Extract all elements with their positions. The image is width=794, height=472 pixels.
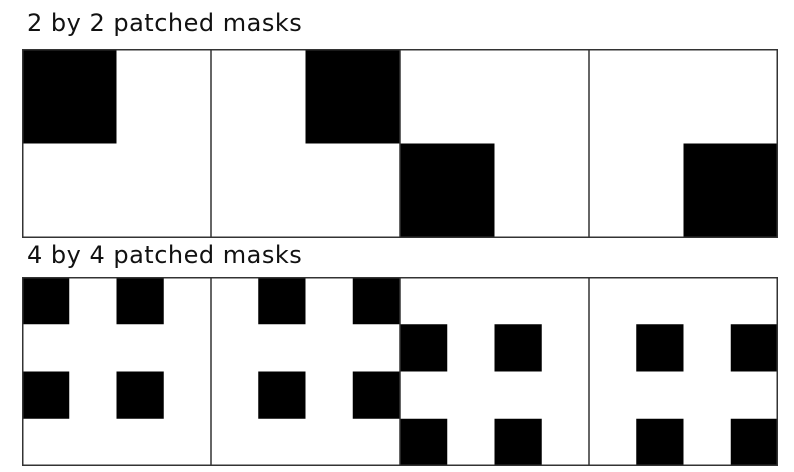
masked-patch	[22, 277, 70, 325]
mask-strip-4x4	[22, 277, 778, 466]
masked-patch	[494, 324, 542, 372]
masked-patch	[258, 277, 306, 325]
masked-patch	[352, 371, 400, 419]
masked-patch	[22, 371, 70, 419]
masked-patch	[730, 418, 778, 466]
masked-patch	[352, 277, 400, 325]
mask-strip-2x2	[22, 49, 778, 238]
mask-strip-2x2-svg	[22, 49, 778, 238]
mask-panel-4x4-4	[589, 277, 778, 466]
mask-panel-2x2-2	[211, 49, 400, 238]
masked-patch	[305, 49, 400, 144]
masked-patch	[494, 418, 542, 466]
strip-frame	[22, 49, 778, 238]
strip-frame	[22, 277, 778, 466]
masked-patch	[400, 143, 495, 238]
masked-patch	[116, 277, 164, 325]
mask-panel-4x4-3	[400, 277, 589, 466]
mask-panel-2x2-1	[22, 49, 211, 238]
masked-patch	[116, 371, 164, 419]
masked-patch	[683, 143, 778, 238]
mask-panel-2x2-4	[589, 49, 778, 238]
masked-patch	[730, 324, 778, 372]
mask-panel-4x4-2	[211, 277, 400, 466]
masked-patch	[258, 371, 306, 419]
masked-patch	[636, 324, 684, 372]
masked-patch	[22, 49, 117, 144]
masked-patch	[400, 324, 448, 372]
masked-patch	[400, 418, 448, 466]
section-title-2x2: 2 by 2 patched masks	[27, 9, 303, 37]
mask-panel-2x2-3	[400, 49, 589, 238]
mask-strip-4x4-svg	[22, 277, 778, 466]
masked-patch	[636, 418, 684, 466]
mask-panel-4x4-1	[22, 277, 211, 466]
section-title-4x4: 4 by 4 patched masks	[27, 241, 303, 269]
